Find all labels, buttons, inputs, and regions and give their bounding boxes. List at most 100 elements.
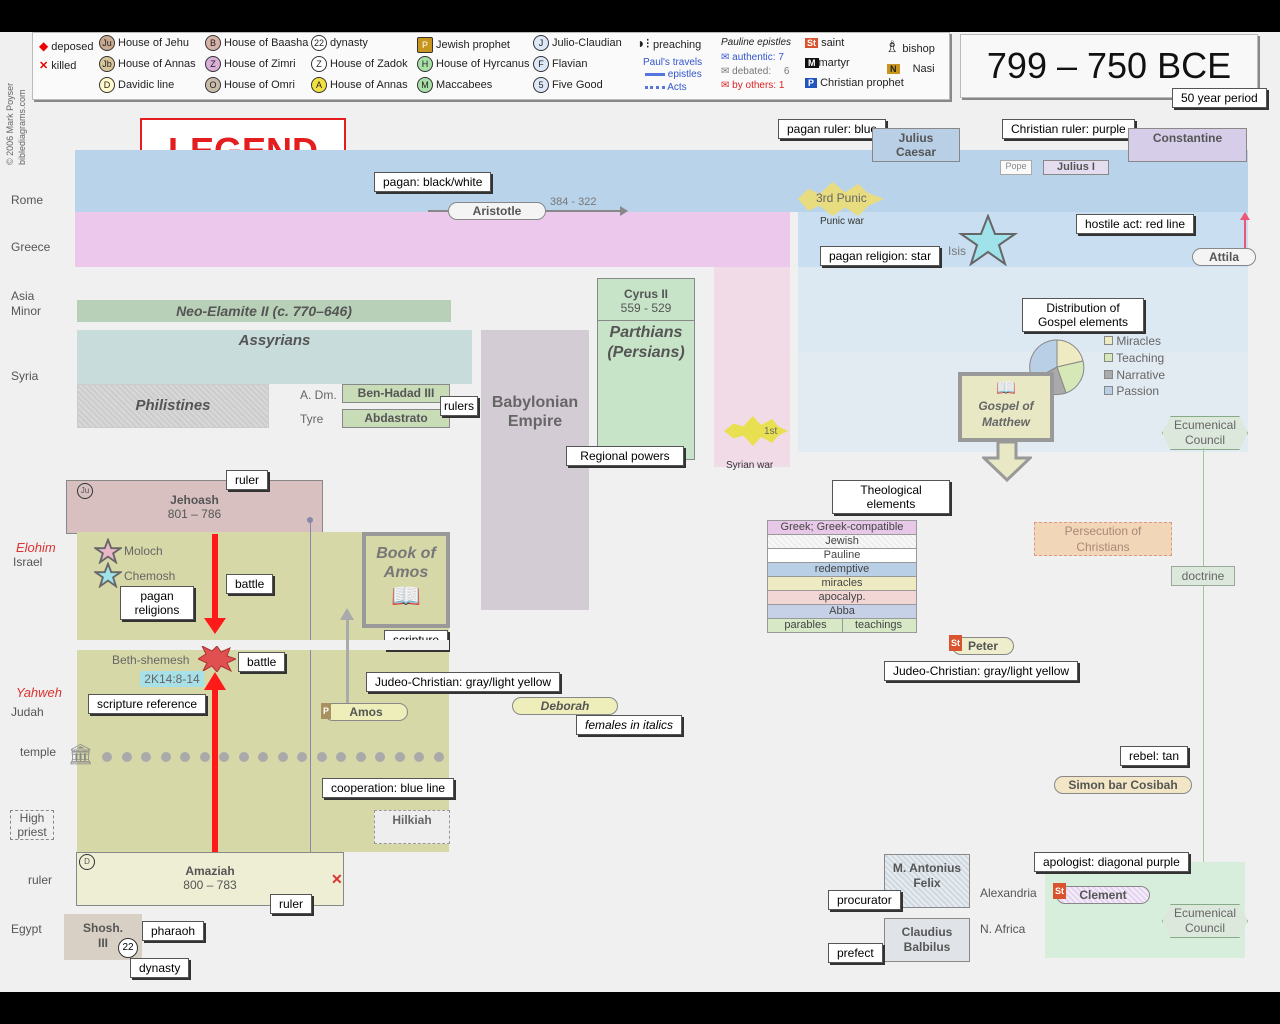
pie-legend-label: Narrative xyxy=(1116,368,1166,382)
callout-pagan-ruler: pagan ruler: blue xyxy=(778,119,887,139)
callout-pagan-bw: pagan: black/white xyxy=(374,172,492,192)
temple-dot xyxy=(102,752,112,762)
divider-band xyxy=(77,640,449,650)
house-badge: B xyxy=(205,35,221,51)
debated-label: debated: xyxy=(732,66,772,77)
attila-pill: Attila xyxy=(1192,248,1256,266)
envelope-icon: ✉ xyxy=(721,66,730,77)
julius-caesar-box: Julius Caesar xyxy=(872,128,960,162)
row-label-greece: Greece xyxy=(11,240,51,254)
row-label-minor: Minor xyxy=(11,304,42,318)
christian-prophet-badge: P xyxy=(805,78,818,88)
house-label: House of Zimri xyxy=(224,57,296,70)
killed-legend: ✕ killed xyxy=(39,60,77,72)
temple-dot xyxy=(160,752,171,762)
shosh-label: Shosh. III xyxy=(82,921,123,950)
row-label-rome: Rome xyxy=(11,193,44,207)
amos-arrow-line xyxy=(346,618,349,708)
temple-dot xyxy=(141,752,151,762)
simon-pill: Simon bar Cosibah xyxy=(1054,776,1192,794)
council-line xyxy=(1203,448,1204,898)
saint-label: saint xyxy=(821,37,845,49)
temple-dot xyxy=(121,752,132,762)
alexandria-label: Alexandria xyxy=(980,886,1037,900)
punic-war-caption: Punic war xyxy=(820,216,864,227)
julius-caesar-label: Julius Caesar xyxy=(895,131,937,159)
callout-ruler-bottom: ruler xyxy=(270,894,313,914)
persecution-label: Persecution of Christians xyxy=(1064,524,1142,554)
scripture-ref-box: 2K14:8-14 xyxy=(140,671,204,687)
amaziah-dates: 800 – 783 xyxy=(183,878,237,892)
cyrus-dates: 559 - 529 xyxy=(620,301,672,315)
parthians-box: Parthians (Persians) xyxy=(597,320,695,460)
row-label-ruler: ruler xyxy=(28,873,53,887)
gospel-arrow-icon xyxy=(980,440,1034,487)
antonius-label: M. Antonius Felix xyxy=(892,861,962,890)
callout-pagan-religions: pagan religions xyxy=(120,586,194,620)
arrow-up-icon xyxy=(340,608,354,620)
callout-rulers: rulers xyxy=(440,396,479,416)
row-label-yahweh: Yahweh xyxy=(16,685,63,700)
ben-hadad-box: Ben-Hadad III xyxy=(342,384,450,403)
house-badge: J xyxy=(533,35,549,51)
preaching-legend: ◗⁝ preaching xyxy=(637,35,701,52)
battle-line-up xyxy=(212,688,218,852)
deposed-legend: ◆ deposed xyxy=(39,39,94,53)
house-badge: A xyxy=(311,77,327,93)
callout-prefect: prefect xyxy=(828,943,883,963)
callout-females: females in italics xyxy=(576,715,683,735)
theo-row-miracles: miracles xyxy=(767,576,917,591)
clement-pill: St Clement xyxy=(1053,883,1150,904)
period-title: 799 – 750 BCE xyxy=(986,45,1232,86)
isis-label: Isis xyxy=(948,244,966,258)
pie-legend-narrative: Narrative xyxy=(1104,368,1165,382)
jehoash-box: Ju Jehoash 801 – 786 xyxy=(66,480,323,534)
row-label-temple: temple xyxy=(20,745,57,759)
high-priest-line1: High xyxy=(19,811,45,825)
book-icon: 📖 xyxy=(996,380,1016,397)
amos-pill: P Amos xyxy=(321,703,408,721)
row-label-israel: Israel xyxy=(13,555,43,569)
arrow-head-icon xyxy=(1240,212,1250,220)
ecumenical-council-label: Ecumenical Council xyxy=(1173,418,1237,447)
book-of-amos-box: Book of Amos 📖 xyxy=(362,532,450,628)
jehoash-label: Jehoash xyxy=(170,493,219,507)
epistles-label: epistles xyxy=(667,69,702,80)
callout-christian-ruler: Christian ruler: purple xyxy=(1002,119,1135,139)
authentic-legend: ✉ authentic: 7 xyxy=(721,52,784,63)
persecution-box: Persecution of Christians xyxy=(1034,522,1172,556)
ecumenical-council-label: Ecumenical Council xyxy=(1173,906,1237,935)
shosh-box: Shosh. III xyxy=(64,914,142,960)
hostile-line xyxy=(1244,218,1246,254)
syrian-war-caption: Syrian war xyxy=(726,460,774,471)
callout-ruler-top: ruler xyxy=(226,470,269,490)
acts-legend: Acts xyxy=(645,82,687,93)
house-label: Davidic line xyxy=(118,78,175,91)
pie-legend-label: Miracles xyxy=(1116,334,1162,348)
neo-elamite-bar: Neo-Elamite II (c. 770–646) xyxy=(77,300,451,322)
dynasty-badge: 22 xyxy=(118,938,138,958)
house-badge: H xyxy=(417,56,433,72)
house-label: Julio-Claudian xyxy=(552,36,622,49)
house-label: House of Jehu xyxy=(118,36,189,49)
cooperation-dot-top xyxy=(307,517,313,523)
book-of-amos-label: Book of Amos xyxy=(376,545,436,581)
house-label: House of Baasha xyxy=(224,36,309,49)
pie-legend-teaching: Teaching xyxy=(1104,351,1164,365)
theo-teachings: teachings xyxy=(854,619,903,631)
house-jehu-badge: Ju xyxy=(77,483,93,499)
debated-count: 6 xyxy=(783,66,790,77)
adm-label: A. Dm. xyxy=(300,388,337,402)
callout-dynasty: dynasty xyxy=(130,958,190,978)
cyrus-box: Cyrus II 559 - 529 xyxy=(597,278,695,322)
temple-dot xyxy=(394,752,405,762)
christian-prophet-label: Christian prophet xyxy=(820,77,904,89)
beth-shemesh-label: Beth-shemesh xyxy=(112,653,190,667)
deborah-pill: Deborah xyxy=(512,697,618,715)
house-badge: Z xyxy=(205,56,221,72)
